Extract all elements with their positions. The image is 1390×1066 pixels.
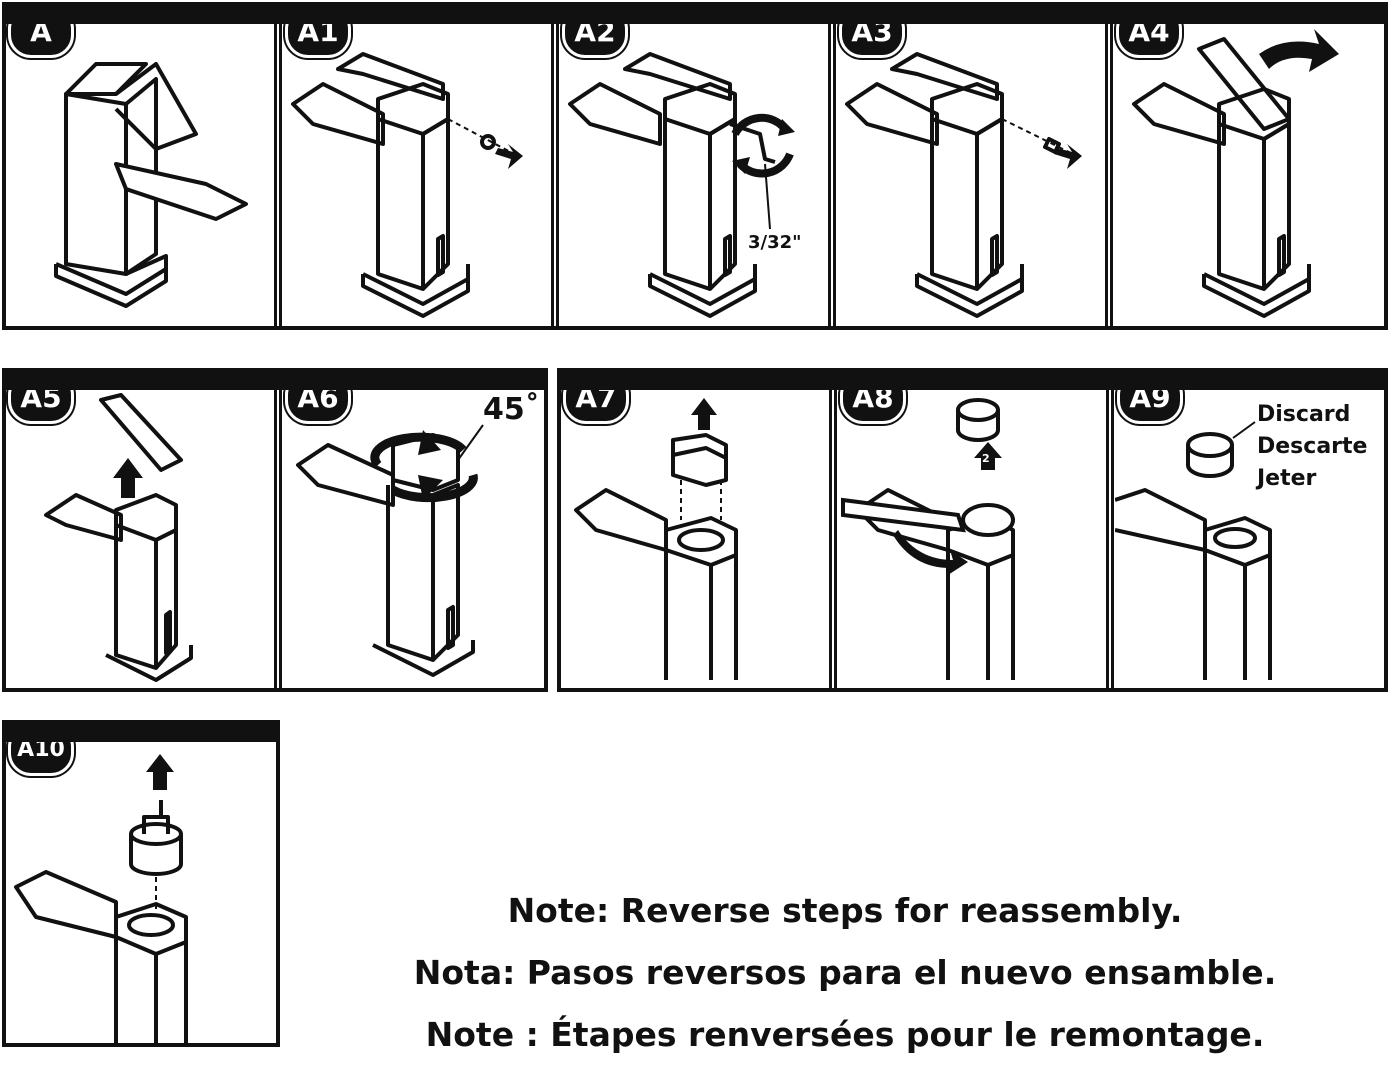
- note-french: Note : Étapes renversées pour le remonta…: [425, 1015, 1265, 1054]
- step-badge: A10: [8, 742, 74, 776]
- step-badge: A1: [285, 24, 351, 58]
- step-a1-panel: A1: [283, 24, 547, 326]
- faucet-closed-illustration: [54, 62, 248, 308]
- step-a6-panel: 45˚ A6: [283, 390, 546, 688]
- faucet-setscrew-illustration: [291, 52, 523, 318]
- step-badge: A4: [1116, 24, 1182, 58]
- faucet-setscrew-remove-illustration: [845, 52, 1082, 318]
- arrow-up-icon: [974, 442, 1002, 470]
- arrow-up-icon: [146, 754, 174, 790]
- step-badge: A2: [562, 24, 628, 58]
- step-badge: A: [8, 24, 74, 58]
- step-a9-panel: Discard Descarte Jeter A9: [1115, 390, 1384, 688]
- wrench-step-number: 2: [982, 452, 990, 465]
- arrow-up-icon: [691, 398, 717, 430]
- note-english: Note: Reverse steps for reassembly.: [507, 891, 1183, 930]
- step-badge: A5: [8, 390, 74, 424]
- faucet-handle-remove-illustration: [44, 393, 193, 682]
- discard-label-en: Discard: [1257, 402, 1351, 427]
- step-badge: A7: [563, 390, 629, 424]
- step-a5-panel: A5: [6, 390, 270, 688]
- step-a7-panel: A7: [561, 390, 825, 688]
- note-spanish: Nota: Pasos reversos para el nuevo ensam…: [413, 953, 1277, 992]
- step-a2-panel: 3/32" A2: [560, 24, 824, 326]
- faucet-handle-tilt-illustration: [1132, 29, 1339, 318]
- step-badge: A3: [839, 24, 905, 58]
- arrow-right-icon: [495, 144, 523, 169]
- arrow-up-icon: [1259, 29, 1339, 72]
- step-a3-panel: A3: [837, 24, 1101, 326]
- faucet-cap-rotate-illustration: [296, 424, 484, 677]
- faucet-wrench-illustration: [841, 398, 1015, 680]
- wrench-icon: [841, 497, 1015, 537]
- step-a8-panel: 2 A8: [838, 390, 1102, 688]
- step-a10-panel: A10: [6, 742, 276, 1047]
- reassembly-notes: Note: Reverse steps for reassembly. Nota…: [300, 880, 1390, 1066]
- step-badge: A6: [285, 390, 351, 424]
- faucet-cap-lift-illustration: [574, 398, 738, 680]
- step-badge: A9: [1117, 390, 1183, 424]
- arrow-up-icon: [113, 458, 143, 498]
- cartridge-remove-illustration: [14, 754, 188, 1047]
- discard-label-es: Descarte: [1257, 434, 1368, 459]
- rotation-angle-label: 45˚: [483, 392, 540, 427]
- discard-label-fr: Jeter: [1257, 466, 1317, 491]
- step-a-panel: A: [6, 24, 270, 326]
- step-badge: A8: [840, 390, 906, 424]
- faucet-discard-nut-illustration: [1115, 421, 1272, 680]
- rotate-icon: [370, 432, 478, 503]
- hex-key-size-label: 3/32": [748, 232, 802, 253]
- arrow-right-icon: [1054, 144, 1082, 169]
- step-a4-panel: A4: [1114, 24, 1384, 326]
- faucet-hexkey-illustration: [568, 52, 795, 318]
